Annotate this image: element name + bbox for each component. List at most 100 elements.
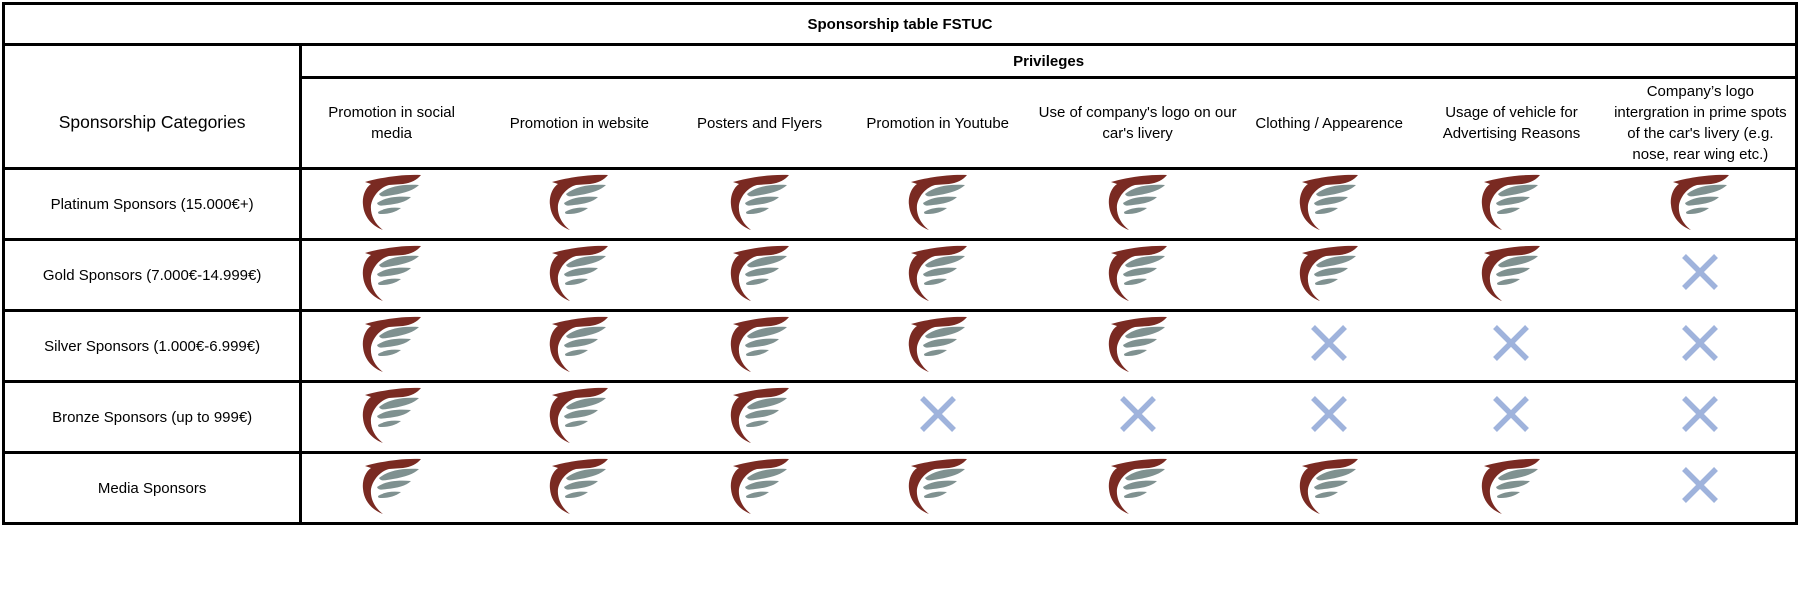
privilege-cell <box>480 380 678 454</box>
privilege-cell <box>1417 451 1606 525</box>
privilege-header-7: Usage of vehicle for Advertising Reasons <box>1417 76 1606 170</box>
privilege-cell <box>1605 167 1798 241</box>
team-wing-logo-icon <box>1296 454 1362 516</box>
privilege-cell <box>299 238 481 312</box>
privilege-cell <box>1417 238 1606 312</box>
privilege-cell <box>841 238 1035 312</box>
team-wing-logo-icon <box>1478 454 1544 516</box>
categories-header: Sponsorship Categories <box>1 77 303 170</box>
privilege-cell <box>1241 167 1418 241</box>
cross-icon <box>1678 392 1722 436</box>
team-wing-logo-icon <box>359 383 425 445</box>
team-wing-logo-icon <box>905 312 971 374</box>
sponsor-category-label: Media Sponsors <box>1 451 303 525</box>
team-wing-logo-icon <box>1296 241 1362 303</box>
privilege-cell <box>677 167 842 241</box>
team-wing-logo-icon <box>359 170 425 232</box>
team-wing-logo-icon <box>546 170 612 232</box>
sponsor-category-label: Bronze Sponsors (up to 999€) <box>1 380 303 454</box>
cross-icon <box>1678 463 1722 507</box>
sponsor-row: Media Sponsors <box>1 451 1798 525</box>
privilege-cell <box>1034 451 1242 525</box>
privilege-cell <box>299 309 481 383</box>
sponsor-row: Silver Sponsors (1.000€-6.999€) <box>1 309 1798 383</box>
sponsor-category-label: Gold Sponsors (7.000€-14.999€) <box>1 238 303 312</box>
team-wing-logo-icon <box>727 454 793 516</box>
privilege-cell <box>480 167 678 241</box>
privilege-cell <box>1241 380 1418 454</box>
privilege-cell <box>841 380 1035 454</box>
team-wing-logo-icon <box>359 454 425 516</box>
sponsor-category-label: Platinum Sponsors (15.000€+) <box>1 167 303 241</box>
team-wing-logo-icon <box>1478 170 1544 232</box>
privilege-cell <box>299 451 481 525</box>
privilege-cell <box>1417 380 1606 454</box>
team-wing-logo-icon <box>1105 454 1171 516</box>
privilege-cell <box>677 238 842 312</box>
team-wing-logo-icon <box>905 241 971 303</box>
privilege-cell <box>841 451 1035 525</box>
cross-icon <box>1116 392 1160 436</box>
privilege-header-4: Promotion in Youtube <box>841 76 1035 170</box>
privilege-cell <box>480 451 678 525</box>
team-wing-logo-icon <box>727 170 793 232</box>
blank-corner-cell <box>1 43 303 78</box>
team-wing-logo-icon <box>546 383 612 445</box>
privilege-cell <box>1241 309 1418 383</box>
team-wing-logo-icon <box>546 241 612 303</box>
privilege-cell <box>299 167 481 241</box>
privilege-header-8: Company’s logo intergration in prime spo… <box>1605 76 1798 170</box>
privilege-cell <box>677 380 842 454</box>
privileges-header: Privileges <box>299 43 1798 79</box>
sponsor-row: Bronze Sponsors (up to 999€) <box>1 380 1798 454</box>
team-wing-logo-icon <box>905 170 971 232</box>
sponsor-category-label: Silver Sponsors (1.000€-6.999€) <box>1 309 303 383</box>
cross-icon <box>1489 392 1533 436</box>
privilege-cell <box>1034 309 1242 383</box>
table-title: Sponsorship table FSTUC <box>2 2 1798 46</box>
team-wing-logo-icon <box>546 454 612 516</box>
sponsor-row: Platinum Sponsors (15.000€+) <box>1 167 1798 241</box>
privilege-cell <box>1605 380 1798 454</box>
privilege-cell <box>841 309 1035 383</box>
privilege-header-2: Promotion in website <box>480 76 678 170</box>
team-wing-logo-icon <box>905 454 971 516</box>
team-wing-logo-icon <box>727 312 793 374</box>
cross-icon <box>916 392 960 436</box>
privilege-cell <box>1417 167 1606 241</box>
privilege-cell <box>299 380 481 454</box>
privilege-cell <box>1034 380 1242 454</box>
privilege-header-3: Posters and Flyers <box>677 76 842 170</box>
privilege-cell <box>677 451 842 525</box>
sponsorship-table: Sponsorship table FSTUC Privileges Spons… <box>1 2 1798 525</box>
team-wing-logo-icon <box>727 241 793 303</box>
team-wing-logo-icon <box>1105 312 1171 374</box>
cross-icon <box>1489 321 1533 365</box>
privilege-cell <box>841 167 1035 241</box>
team-wing-logo-icon <box>1478 241 1544 303</box>
privilege-cell <box>480 309 678 383</box>
privilege-cell <box>1417 309 1606 383</box>
team-wing-logo-icon <box>1105 170 1171 232</box>
privilege-header-6: Clothing / Appearence <box>1241 76 1418 170</box>
privilege-cell <box>1241 451 1418 525</box>
cross-icon <box>1678 250 1722 294</box>
privilege-cell <box>1605 451 1798 525</box>
privilege-header-5: Use of company's logo on our car's liver… <box>1034 76 1242 170</box>
cross-icon <box>1307 392 1351 436</box>
privilege-cell <box>1605 238 1798 312</box>
privilege-cell <box>1034 238 1242 312</box>
team-wing-logo-icon <box>546 312 612 374</box>
team-wing-logo-icon <box>1667 170 1733 232</box>
privilege-cell <box>480 238 678 312</box>
cross-icon <box>1307 321 1351 365</box>
team-wing-logo-icon <box>1296 170 1362 232</box>
team-wing-logo-icon <box>359 241 425 303</box>
privilege-header-1: Promotion in social media <box>299 76 481 170</box>
team-wing-logo-icon <box>359 312 425 374</box>
team-wing-logo-icon <box>727 383 793 445</box>
privilege-cell <box>1034 167 1242 241</box>
team-wing-logo-icon <box>1105 241 1171 303</box>
cross-icon <box>1678 321 1722 365</box>
sponsor-row: Gold Sponsors (7.000€-14.999€) <box>1 238 1798 312</box>
